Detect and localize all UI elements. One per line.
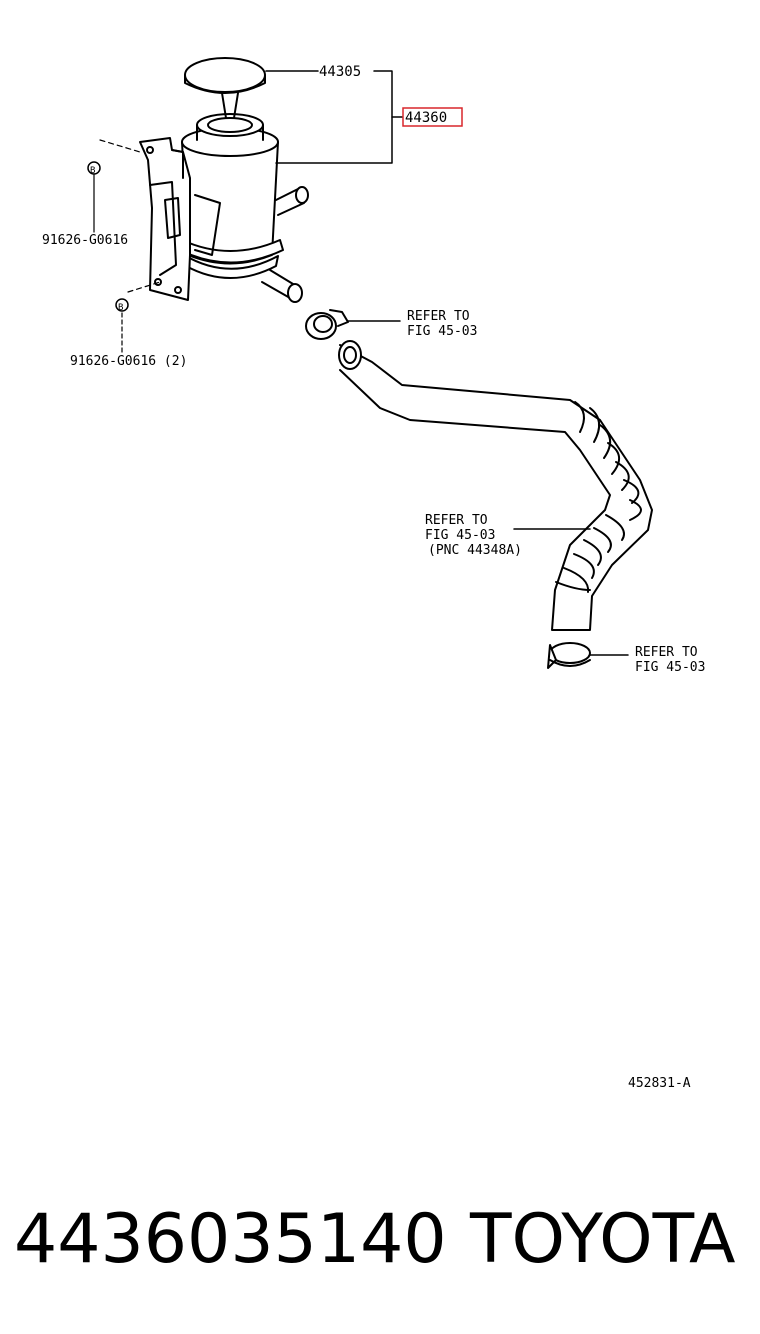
reservoir-cap[interactable] — [184, 57, 266, 94]
callout-cap[interactable]: 44305 — [319, 64, 361, 80]
callout-bolt-lower[interactable]: 91626-G0616 (2) — [70, 354, 187, 369]
reservoir-tank[interactable] — [179, 92, 309, 303]
reservoir-bracket[interactable] — [139, 137, 221, 301]
callout-hose-line3[interactable]: (PNC 44348A) — [428, 543, 522, 558]
upper-clamp[interactable] — [305, 309, 349, 340]
callout-clamp-upper-line2[interactable]: FIG 45-03 — [407, 324, 477, 339]
callout-reservoir[interactable]: 44360 — [405, 110, 447, 126]
figure-code: 452831-A — [628, 1076, 691, 1091]
leader-lines — [265, 70, 629, 656]
brand-name: TOYOTA — [470, 1200, 736, 1279]
bolt-upper[interactable] — [87, 139, 141, 233]
callout-hose-line2[interactable]: FIG 45-03 — [425, 528, 495, 543]
bolt-lower[interactable] — [115, 281, 161, 353]
callout-clamp-lower-line2[interactable]: FIG 45-03 — [635, 660, 705, 675]
lower-clamp[interactable] — [547, 642, 591, 669]
callout-bolt-upper[interactable]: 91626-G0616 — [42, 233, 128, 248]
bolt-upper-symbol: B — [90, 166, 95, 176]
callout-clamp-lower-line1[interactable]: REFER TO — [635, 645, 698, 660]
callout-clamp-upper-line1[interactable]: REFER TO — [407, 309, 470, 324]
part-highlight-box — [402, 107, 463, 127]
footer: 4436035140 TOYOTA — [0, 1185, 760, 1295]
part-number: 4436035140 — [14, 1200, 447, 1279]
bolt-lower-symbol: B — [118, 303, 123, 313]
return-hose[interactable] — [338, 340, 653, 631]
callout-hose-line1[interactable]: REFER TO — [425, 513, 488, 528]
